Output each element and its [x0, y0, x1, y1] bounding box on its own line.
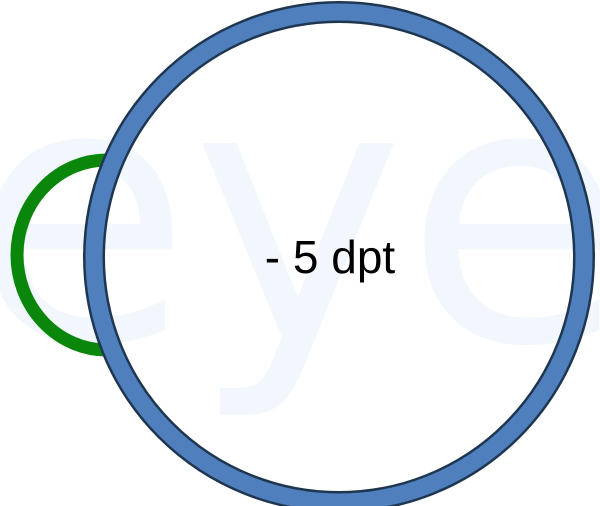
cornea-arc [10, 153, 108, 357]
diopter-label: - 5 dpt [265, 231, 396, 283]
eyeball-circle [83, 1, 595, 506]
